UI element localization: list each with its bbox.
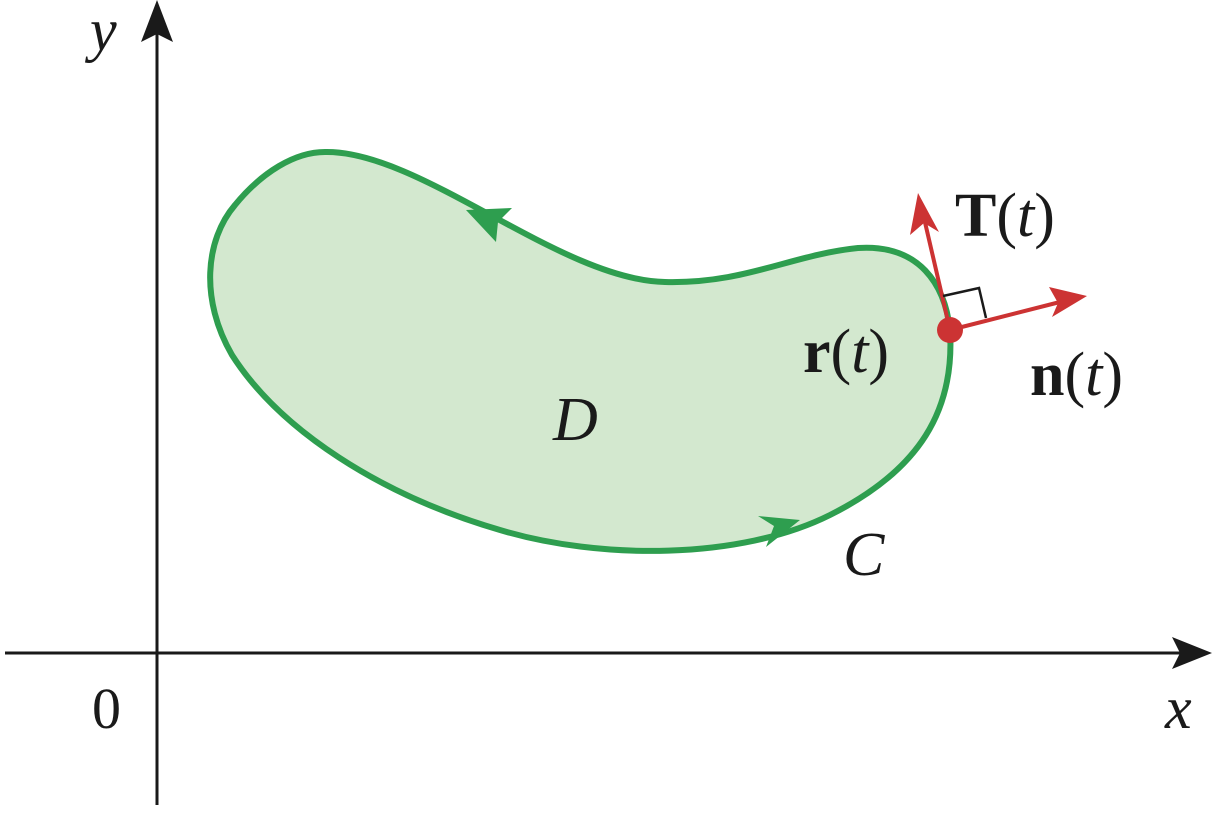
normal-vector-arrowhead <box>1049 287 1087 317</box>
tangent-label: T(t) <box>955 182 1055 250</box>
region-d-boundary-curve-c <box>207 148 954 554</box>
tangent-symbol: T <box>955 182 996 250</box>
curve-label: C <box>843 521 885 589</box>
region-label: D <box>552 386 598 454</box>
normal-param: t <box>1085 341 1104 409</box>
normal-open-paren: ( <box>1064 341 1085 409</box>
position-label: r(t) <box>803 318 889 386</box>
tangent-vector-shaft <box>922 217 952 331</box>
axes <box>5 0 1212 805</box>
tangent-param: t <box>1017 182 1036 250</box>
normal-label: n(t) <box>1030 341 1123 409</box>
position-close-paren: ) <box>868 318 889 386</box>
point-on-curve <box>937 317 963 343</box>
origin-label: 0 <box>92 676 121 741</box>
curve-direction-arrow-bottom <box>758 516 800 547</box>
x-axis-label: x <box>1164 675 1192 741</box>
position-symbol: r <box>803 318 831 386</box>
vectors <box>910 193 1087 343</box>
position-param: t <box>851 318 870 386</box>
right-angle-marker <box>942 286 988 319</box>
x-axis-arrowhead <box>1172 637 1212 669</box>
normal-close-paren: ) <box>1102 341 1123 409</box>
tangent-open-paren: ( <box>996 182 1017 250</box>
normal-symbol: n <box>1030 341 1064 409</box>
y-axis-label: y <box>84 0 117 63</box>
normal-vector-shaft <box>949 300 1061 332</box>
position-open-paren: ( <box>831 318 852 386</box>
y-axis-arrowhead <box>141 0 173 42</box>
tangent-vector-arrowhead <box>910 193 939 235</box>
curve-direction-arrow-top <box>466 208 512 242</box>
tangent-close-paren: ) <box>1034 182 1055 250</box>
